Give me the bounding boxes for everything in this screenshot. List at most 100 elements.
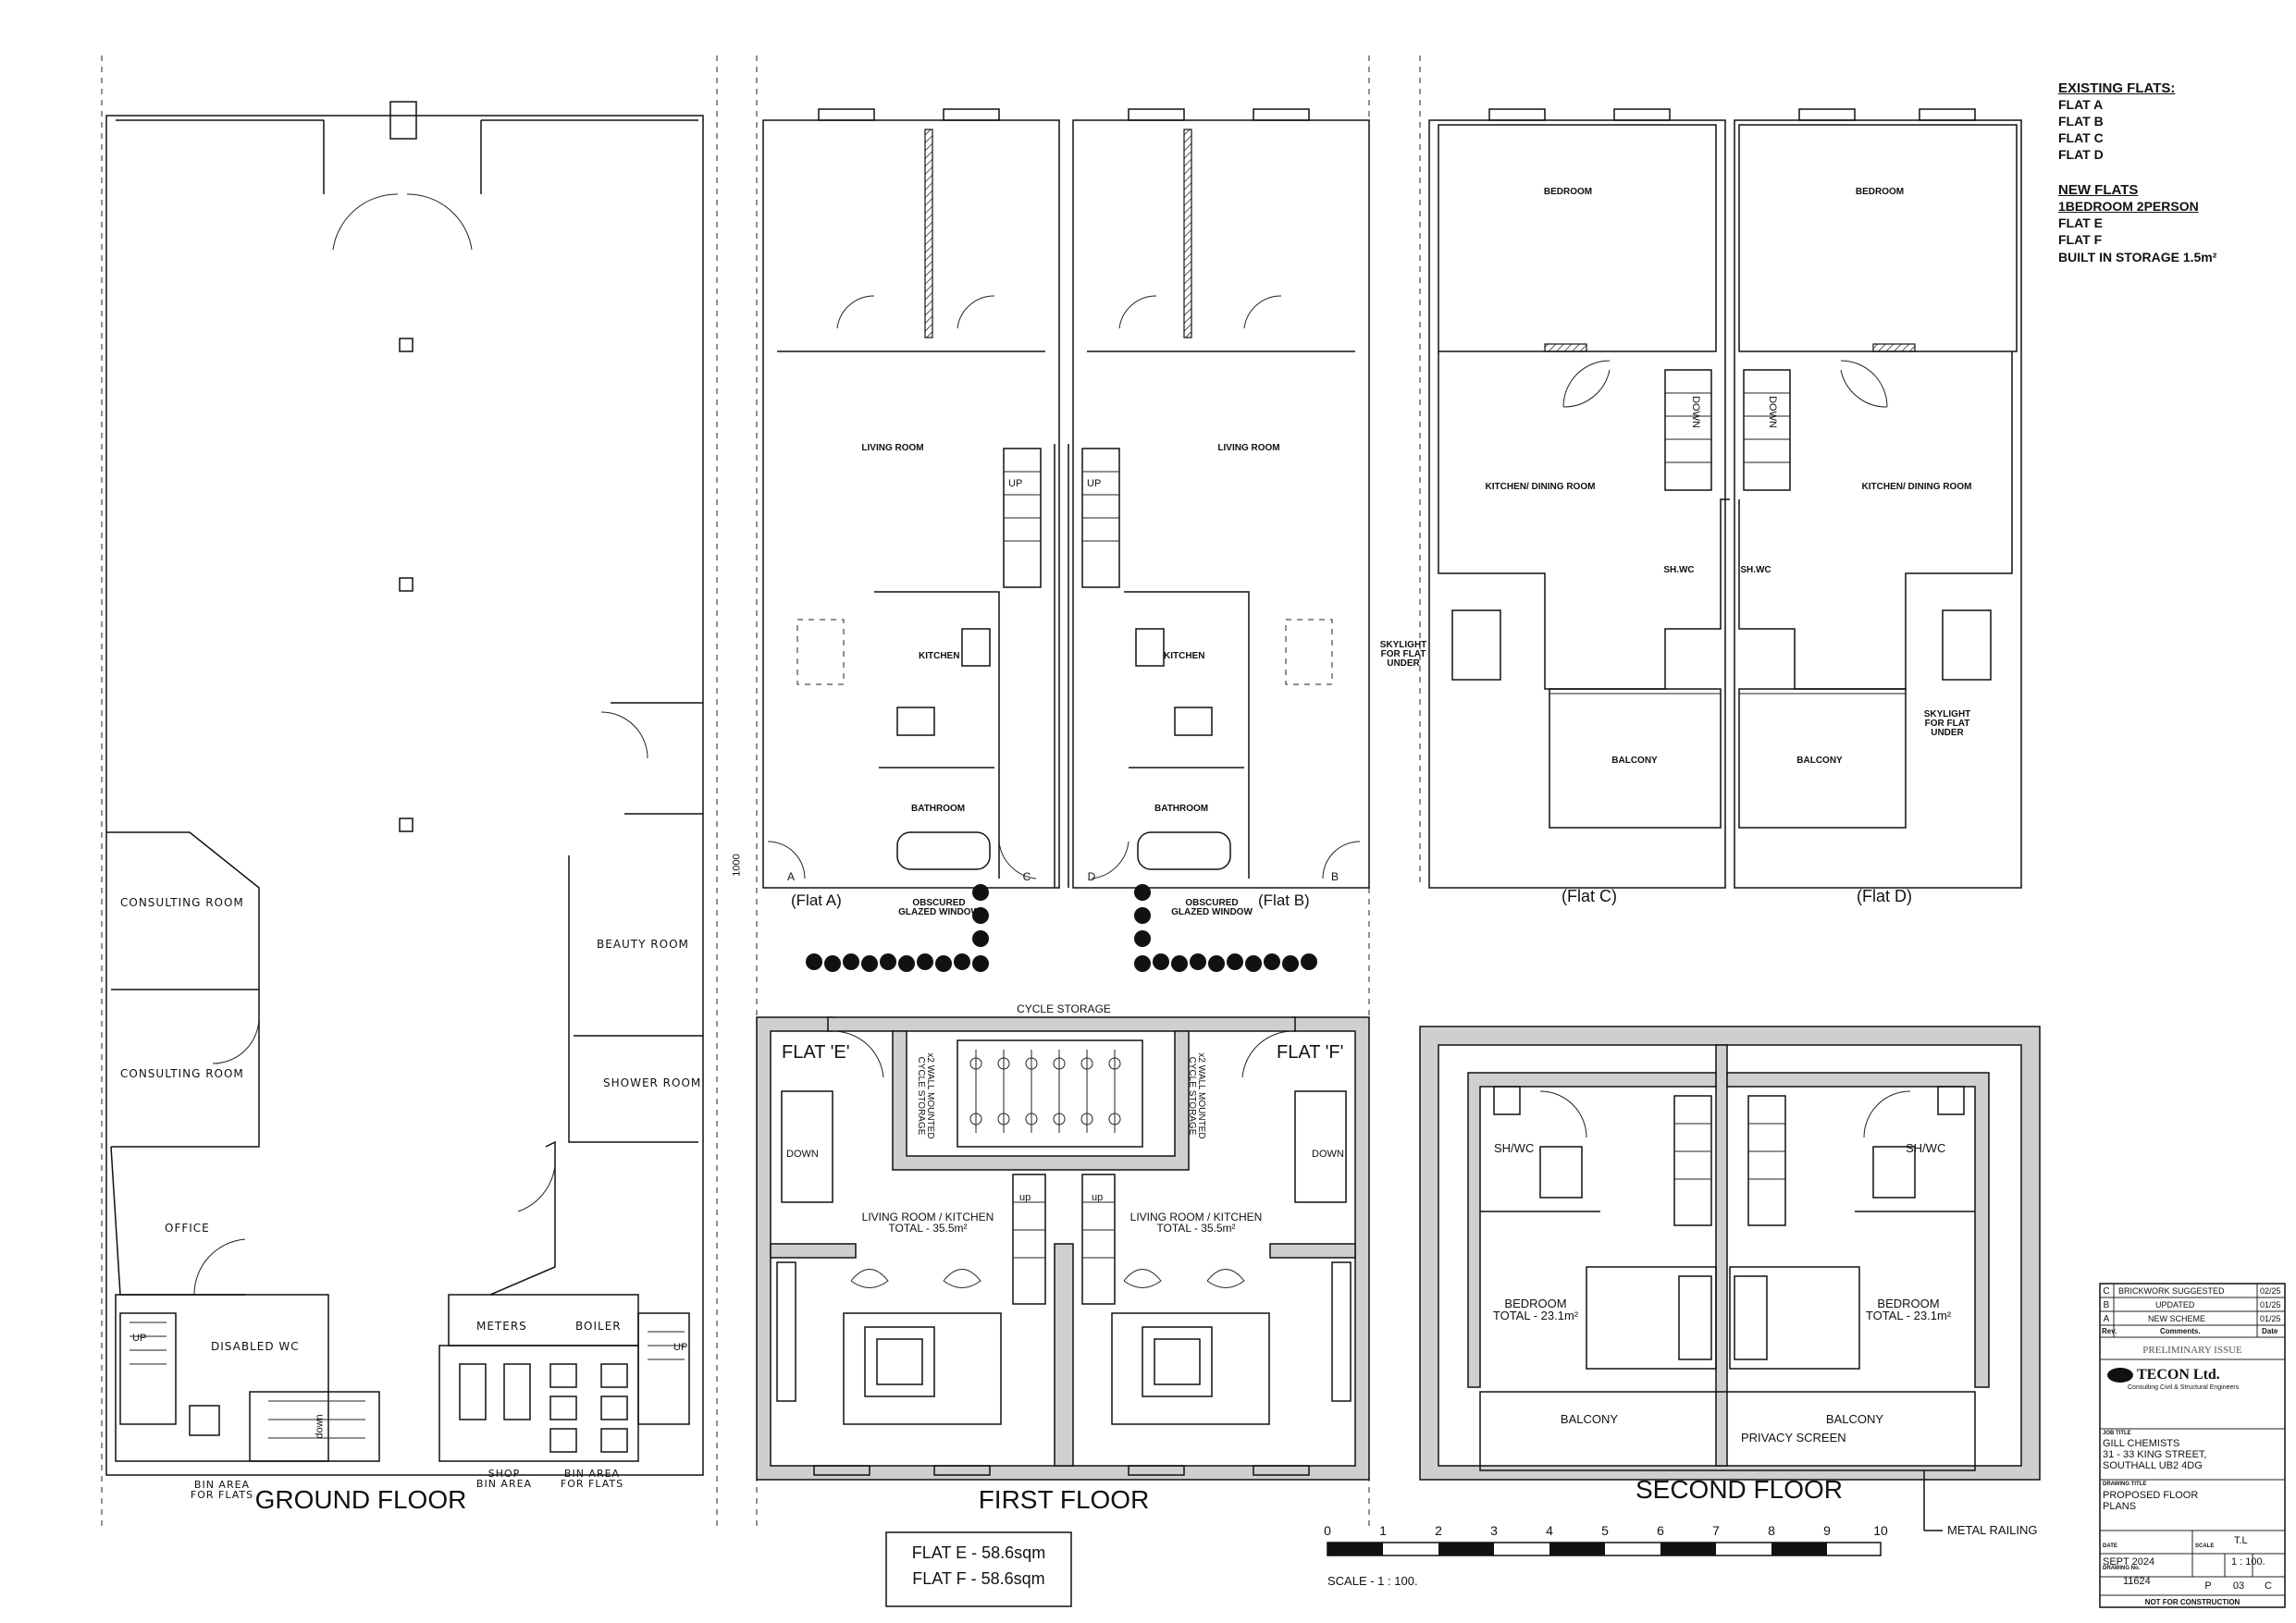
rev-a-comment: NEW SCHEME bbox=[2148, 1314, 2206, 1323]
existing-flats-heading: EXISTING FLATS: bbox=[2058, 80, 2176, 96]
drawing-stage: P bbox=[2204, 1580, 2212, 1592]
flat-e-label: FLAT 'E' bbox=[782, 1042, 850, 1063]
shwc-left: SH/WC bbox=[1494, 1141, 1535, 1155]
room-beauty: BEAUTY ROOM bbox=[597, 938, 689, 951]
rev-b-comment: UPDATED bbox=[2155, 1300, 2195, 1309]
scale-tick-0: 0 bbox=[1324, 1523, 1331, 1538]
room-kitchen-a: KITCHEN bbox=[919, 651, 960, 661]
first-up-1: UP bbox=[1008, 478, 1023, 489]
scale-tick-6: 6 bbox=[1657, 1523, 1664, 1538]
first-floor-title: FIRST FLOOR bbox=[978, 1485, 1150, 1514]
drawing-no-label: DRAWING No. bbox=[2103, 1566, 2141, 1571]
room-bathroom-b: BATHROOM bbox=[1154, 804, 1209, 814]
bedroom-left: BEDROOM TOTAL - 23.1m² bbox=[1492, 1297, 1579, 1322]
ground-floor-plan bbox=[101, 55, 758, 1526]
balcony-c: BALCONY bbox=[1611, 756, 1658, 766]
grid-marker-b: B bbox=[1330, 870, 1339, 883]
obscured-window-b: OBSCURED GLAZED WINDOW bbox=[1171, 898, 1253, 917]
room-bedroom-c: BEDROOM bbox=[1543, 187, 1593, 197]
scale-tick-1: 1 bbox=[1379, 1523, 1387, 1538]
bin-area-flats-left: BIN AREA FOR FLATS bbox=[190, 1479, 254, 1501]
rev-c-code: C bbox=[2103, 1286, 2110, 1297]
wall-cycle-left: x2 WALL MOUNTED CYCLE STORAGE bbox=[916, 1052, 935, 1139]
balcony-left: BALCONY bbox=[1560, 1412, 1619, 1426]
cycle-storage-label: CYCLE STORAGE bbox=[1017, 1002, 1111, 1015]
dimension-1000: 1000 bbox=[731, 854, 743, 877]
scale-tick-5: 5 bbox=[1601, 1523, 1609, 1538]
drawing-number: 11624 bbox=[2123, 1576, 2151, 1587]
room-bathroom-a: BATHROOM bbox=[911, 804, 966, 814]
room-shwc-d: SH.WC bbox=[1740, 565, 1771, 575]
legend-flat-e: FLAT E bbox=[2058, 215, 2103, 230]
room-consulting-2: CONSULTING ROOM bbox=[120, 1067, 244, 1080]
grid-marker-c: C bbox=[1022, 870, 1031, 883]
grid-marker-a: A bbox=[786, 870, 796, 883]
rev-a-code: A bbox=[2103, 1314, 2110, 1324]
room-shower: SHOWER ROOM bbox=[603, 1076, 702, 1089]
scale-tick-3: 3 bbox=[1490, 1523, 1498, 1538]
first-floor-plan bbox=[756, 55, 1370, 1607]
room-disabled-wc: DISABLED WC bbox=[211, 1340, 300, 1353]
legend-flat-d: FLAT D bbox=[2058, 147, 2104, 162]
scale-bar bbox=[1327, 1542, 1882, 1556]
scale-tick-2: 2 bbox=[1435, 1523, 1442, 1538]
room-meters: METERS bbox=[476, 1320, 527, 1333]
new-flats-heading: NEW FLATS bbox=[2058, 182, 2139, 198]
rev-a-date: 01/25 bbox=[2260, 1314, 2281, 1323]
scale-label: SCALE - 1 : 100. bbox=[1327, 1574, 1418, 1588]
drawn-by: T.L bbox=[2234, 1535, 2248, 1546]
flat-c-label: (Flat C) bbox=[1562, 887, 1617, 905]
scale-tick-9: 9 bbox=[1823, 1523, 1831, 1538]
ground-floor-title: GROUND FLOOR bbox=[254, 1485, 467, 1514]
scale-label-tb: SCALE bbox=[2195, 1543, 2215, 1549]
room-kitchen-c: KITCHEN/ DINING ROOM bbox=[1485, 482, 1596, 492]
ground-up-left: UP bbox=[132, 1333, 147, 1344]
balcony-d: BALCONY bbox=[1796, 756, 1843, 766]
flat-a-label: (Flat A) bbox=[791, 891, 842, 909]
date-header: Date bbox=[2262, 1327, 2278, 1335]
living-kitchen-e: LIVING ROOM / KITCHEN TOTAL - 35.5m² bbox=[861, 1211, 994, 1235]
top-right-plan bbox=[1419, 55, 2022, 889]
down-c: DOWN bbox=[1689, 396, 1701, 428]
room-kitchen-b: KITCHEN bbox=[1164, 651, 1205, 661]
flat-d-label: (Flat D) bbox=[1857, 887, 1912, 905]
preliminary-issue: PRELIMINARY ISSUE bbox=[2142, 1345, 2242, 1356]
grid-marker-d: D bbox=[1087, 870, 1096, 883]
legend-flat-b: FLAT B bbox=[2058, 114, 2104, 129]
balcony-right: BALCONY bbox=[1825, 1412, 1884, 1426]
up-f: up bbox=[1092, 1192, 1104, 1203]
up-e: up bbox=[1019, 1192, 1031, 1203]
scale-tick-8: 8 bbox=[1768, 1523, 1775, 1538]
title-block-frame bbox=[2099, 1283, 2286, 1608]
job-title-label: JOB TITLE bbox=[2103, 1431, 2131, 1436]
drawing-title: PROPOSED FLOOR PLANS bbox=[2103, 1490, 2199, 1513]
date-label: DATE bbox=[2103, 1543, 2117, 1549]
rev-c-comment: BRICKWORK SUGGESTED bbox=[2118, 1286, 2225, 1296]
down-f: DOWN bbox=[1312, 1149, 1344, 1160]
legend-storage: BUILT IN STORAGE 1.5m² bbox=[2058, 250, 2217, 264]
new-flats-subheading: 1BEDROOM 2PERSON bbox=[2058, 199, 2199, 214]
rev-b-date: 01/25 bbox=[2260, 1300, 2281, 1309]
skylight-left: SKYLIGHT FOR FLAT UNDER bbox=[1379, 640, 1427, 669]
second-floor-plan bbox=[1419, 1026, 2041, 1531]
flat-b-label: (Flat B) bbox=[1258, 891, 1310, 909]
scale-value-tb: 1 : 100. bbox=[2231, 1556, 2265, 1568]
room-living-b: LIVING ROOM bbox=[1217, 443, 1280, 453]
first-up-2: UP bbox=[1087, 478, 1102, 489]
flat-f-label: FLAT 'F' bbox=[1277, 1042, 1344, 1063]
wall-cycle-right: x2 WALL MOUNTED CYCLE STORAGE bbox=[1187, 1052, 1206, 1139]
room-consulting-1: CONSULTING ROOM bbox=[120, 896, 244, 909]
legend-flat-f: FLAT F bbox=[2058, 232, 2103, 247]
drawing-sheet: 03 bbox=[2232, 1580, 2245, 1592]
obscured-window-a: OBSCURED GLAZED WINDOW bbox=[898, 898, 980, 917]
scale-tick-7: 7 bbox=[1712, 1523, 1720, 1538]
legend-flat-a: FLAT A bbox=[2058, 97, 2104, 112]
room-shwc-c: SH.WC bbox=[1663, 565, 1695, 575]
company-subtitle: Consulting Civil & Structural Engineers bbox=[2128, 1384, 2240, 1391]
drawing-title-label: DRAWING TITLE bbox=[2103, 1482, 2147, 1487]
second-floor-title: SECOND FLOOR bbox=[1635, 1475, 1844, 1504]
legend-flat-c: FLAT C bbox=[2058, 130, 2104, 145]
scale-tick-4: 4 bbox=[1546, 1523, 1553, 1538]
down-d: DOWN bbox=[1766, 396, 1778, 428]
metal-railing: METAL RAILING bbox=[1947, 1523, 2038, 1537]
